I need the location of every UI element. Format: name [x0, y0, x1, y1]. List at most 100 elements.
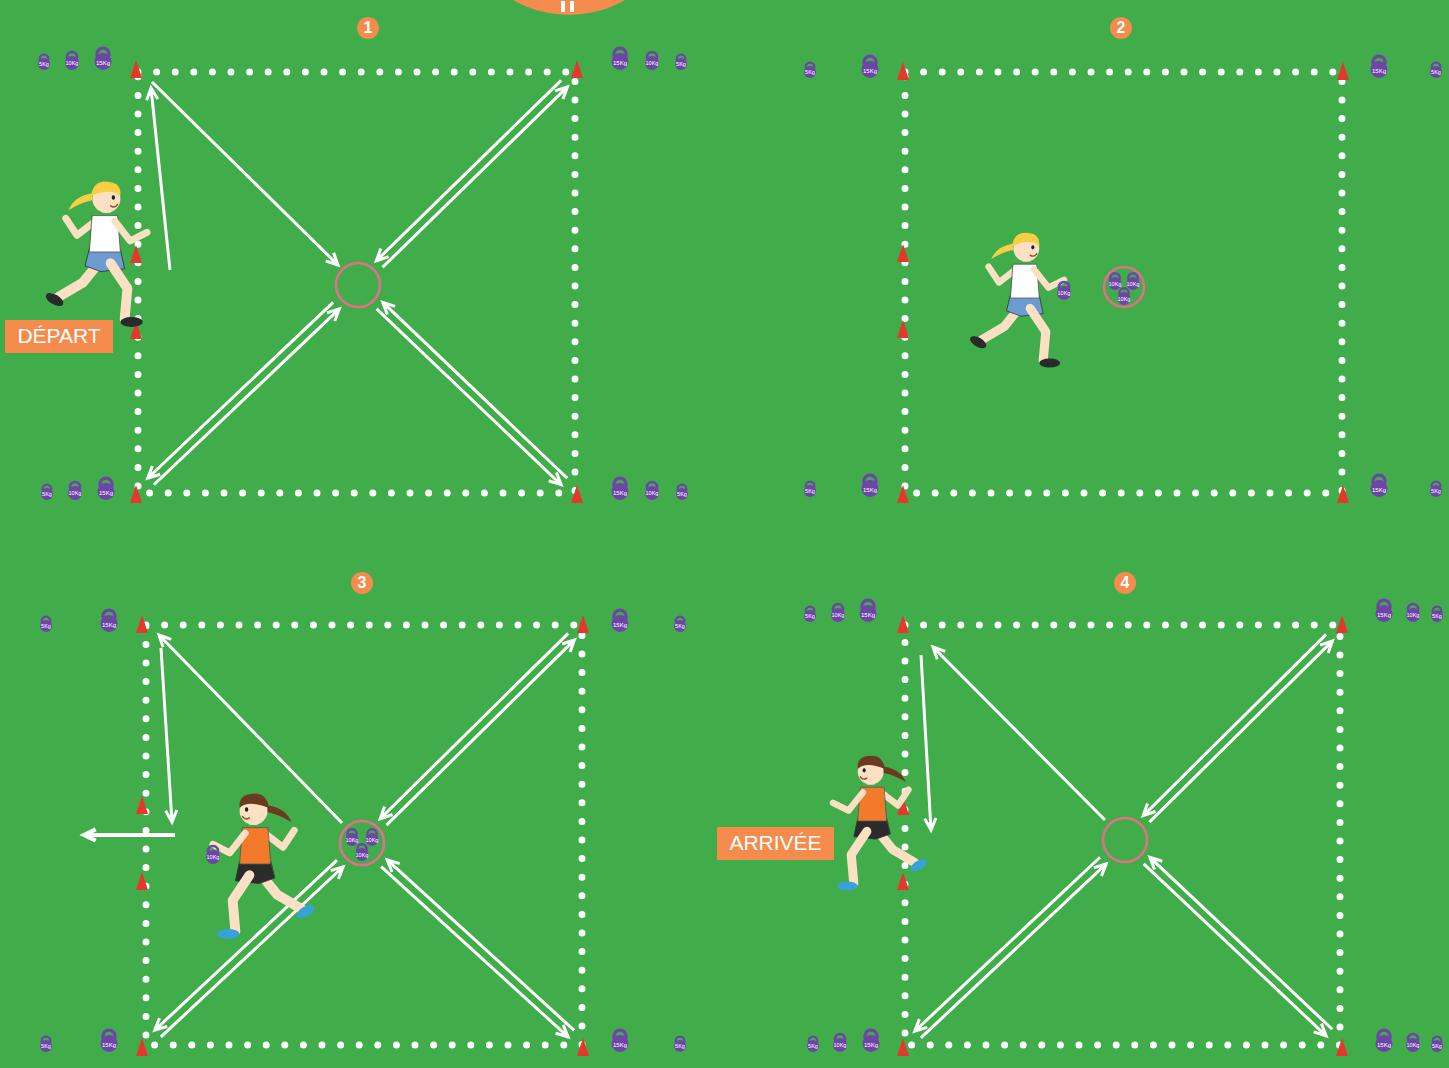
- runner-part: [968, 334, 988, 351]
- weight-label: 15Kg: [102, 1042, 116, 1048]
- step-number-disc: [1114, 572, 1136, 594]
- kettlebell: [366, 833, 379, 846]
- kettlebell: [860, 605, 877, 622]
- centre-hoop: [340, 821, 384, 865]
- route-arrow: [161, 648, 177, 822]
- kettlebell: [101, 615, 118, 632]
- kettlebell: [807, 1040, 819, 1052]
- centre-hoop: [1103, 818, 1147, 862]
- field-border: [905, 72, 1342, 493]
- route-arrow: [381, 867, 568, 1037]
- weight-label: 15Kg: [613, 60, 627, 66]
- kettlebell: [804, 66, 816, 78]
- runner-part: [860, 777, 867, 779]
- kettlebell: [1109, 277, 1122, 290]
- kettlebell: [863, 1035, 880, 1052]
- route-arrow: [387, 860, 574, 1030]
- centre-hoop: [336, 263, 380, 307]
- kettlebell: [1376, 605, 1393, 622]
- step-number-text: 2: [1117, 19, 1126, 37]
- cone: [897, 1038, 909, 1056]
- kettlebell: [804, 610, 816, 622]
- weight-label: 5Kg: [805, 70, 815, 76]
- step-number-disc: [357, 17, 379, 39]
- weight-label: 15Kg: [613, 1042, 627, 1048]
- kettlebell: [346, 833, 359, 846]
- route-arrow: [1150, 857, 1332, 1029]
- weight-label: 10Kg: [207, 855, 220, 861]
- kettlebell: [68, 486, 82, 500]
- kettlebell: [645, 56, 659, 70]
- runner-figure: [213, 794, 316, 939]
- cone: [136, 1038, 148, 1056]
- weight-label: 5Kg: [1432, 1044, 1442, 1050]
- runner-part: [111, 204, 118, 207]
- cone: [1337, 485, 1349, 503]
- kettlebell: [95, 53, 112, 70]
- kettlebell: [831, 608, 845, 622]
- weight-label: 5Kg: [677, 492, 687, 498]
- kettlebell: [804, 485, 816, 497]
- weight-label: 5Kg: [676, 62, 686, 68]
- runner-part: [1012, 233, 1039, 246]
- cone: [136, 872, 148, 890]
- cone: [1336, 615, 1348, 633]
- route-arrow: [161, 867, 343, 1037]
- kettlebell: [833, 1038, 847, 1052]
- route-arrow: [1144, 864, 1326, 1036]
- route-arrow: [148, 302, 333, 478]
- weight-label: 15Kg: [1372, 68, 1386, 74]
- weight-label: 5Kg: [675, 624, 685, 630]
- route-arrow: [933, 647, 1105, 820]
- weight-label: 15Kg: [863, 68, 877, 74]
- weight-label: 15Kg: [863, 487, 877, 493]
- weight-label: 10Kg: [834, 1043, 847, 1049]
- route-arrow: [380, 633, 568, 818]
- runner-part: [833, 792, 863, 810]
- runner-part: [268, 805, 292, 822]
- runner-part: [884, 766, 906, 782]
- weight-label: 10Kg: [346, 838, 359, 844]
- runner-part: [91, 182, 121, 196]
- kettlebells: [38, 48, 1443, 1052]
- cone: [577, 615, 589, 633]
- kettlebell: [1057, 286, 1071, 300]
- pause-bar: [561, 1, 565, 12]
- kettlebell: [41, 488, 53, 500]
- weight-label: 5Kg: [39, 62, 49, 68]
- kettlebell: [206, 850, 220, 864]
- weight-label: 10Kg: [1127, 282, 1140, 288]
- runner-part: [863, 768, 866, 772]
- weight-label: 5Kg: [805, 614, 815, 620]
- route-arrow: [387, 640, 575, 825]
- runner-part: [851, 831, 867, 883]
- kettlebell: [65, 56, 79, 70]
- weight-label: 5Kg: [42, 492, 52, 498]
- cone: [1337, 62, 1349, 80]
- route-arrow: [377, 309, 561, 485]
- weight-label: 10Kg: [1407, 1043, 1420, 1049]
- kettlebell: [674, 1040, 686, 1052]
- weight-label: 10Kg: [1109, 282, 1122, 288]
- weight-label: 10Kg: [69, 491, 82, 497]
- kettlebell: [1431, 1040, 1443, 1052]
- kettlebell: [40, 1040, 52, 1052]
- cone: [897, 62, 909, 80]
- step-number-text: 4: [1121, 574, 1130, 592]
- weight-label: 10Kg: [66, 61, 79, 67]
- cone: [130, 245, 142, 263]
- kettlebell: [1371, 61, 1388, 78]
- step-number-disc: [1110, 17, 1132, 39]
- weight-label: 5Kg: [675, 1044, 685, 1050]
- kettlebell: [1431, 610, 1443, 622]
- weight-label: 5Kg: [1432, 614, 1442, 620]
- weight-label: 15Kg: [96, 60, 110, 66]
- weight-label: 15Kg: [861, 612, 875, 618]
- kettlebell: [612, 1035, 629, 1052]
- kettlebell: [612, 53, 629, 70]
- step-number: 1: [357, 17, 379, 39]
- weight-label: 15Kg: [1377, 1042, 1391, 1048]
- runner-part: [1031, 245, 1034, 249]
- weight-label: 5Kg: [808, 1044, 818, 1050]
